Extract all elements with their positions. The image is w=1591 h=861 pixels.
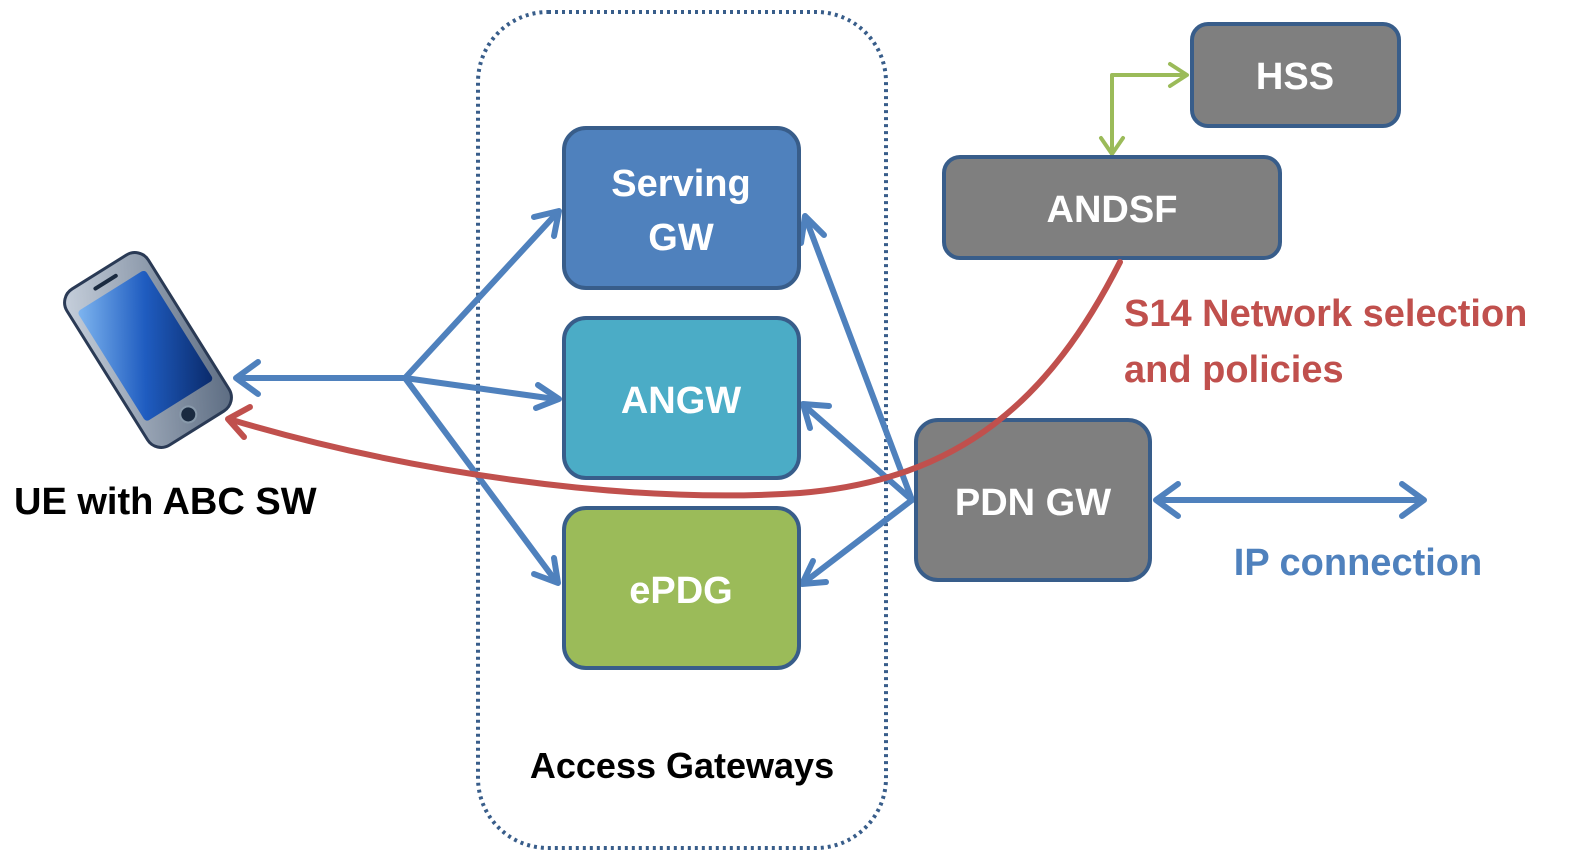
arrowhead-angw (533, 382, 562, 411)
node-pdn-gw: PDN GW (914, 418, 1152, 582)
s14-label-line1: S14 Network selection (1124, 293, 1527, 335)
arrowhead-epdg (531, 555, 561, 586)
arrowhead-pdn-epdg (799, 558, 829, 587)
ue-connections (233, 208, 562, 586)
node-serving-gw: Serving GW (562, 126, 801, 290)
pdn-gw-label: PDN GW (955, 482, 1111, 524)
arrowhead-to-ue (233, 359, 261, 397)
smartphone-icon (63, 251, 233, 449)
access-gateways-container (476, 10, 888, 850)
pdn-connections (798, 213, 1427, 587)
hss-label: HSS (1256, 56, 1334, 98)
arrowhead-pdn-angw (800, 401, 832, 431)
node-hss: HSS (1190, 22, 1401, 128)
angw-label: ANGW (621, 380, 741, 422)
arrowhead-hss (1168, 62, 1189, 88)
andsf-label: ANDSF (1047, 189, 1178, 231)
node-epdg: ePDG (562, 506, 801, 670)
arrowhead-ip-right (1399, 481, 1427, 519)
connection-to-serving-gw (402, 211, 559, 381)
arrowhead-ip-left (1153, 481, 1181, 519)
node-angw: ANGW (562, 316, 801, 480)
connection-to-epdg (402, 375, 558, 583)
serving-gw-label-line1: Serving (611, 163, 750, 205)
node-andsf: ANDSF (942, 155, 1282, 260)
access-gateways-label: Access Gateways (530, 745, 834, 786)
connection-pdn-epdg (803, 497, 915, 584)
arrowhead-andsf (1099, 136, 1125, 156)
serving-gw-label-line2: GW (648, 217, 714, 259)
connection-to-angw (402, 375, 558, 402)
arrowhead-serving-gw (531, 208, 562, 239)
ip-connection-label: IP connection (1234, 542, 1482, 584)
connection-pdn-serving-gw (803, 216, 915, 503)
connection-pdn-angw (803, 404, 915, 503)
s14-connection (225, 259, 1123, 499)
ue-label: UE with ABC SW (14, 481, 317, 523)
andsf-hss-connection (1099, 62, 1189, 156)
s14-label-line2: and policies (1124, 349, 1344, 391)
arrowhead-pdn-serving-gw (798, 213, 827, 246)
epdg-label: ePDG (629, 570, 732, 612)
arrowhead-to-ue-red (225, 404, 253, 440)
